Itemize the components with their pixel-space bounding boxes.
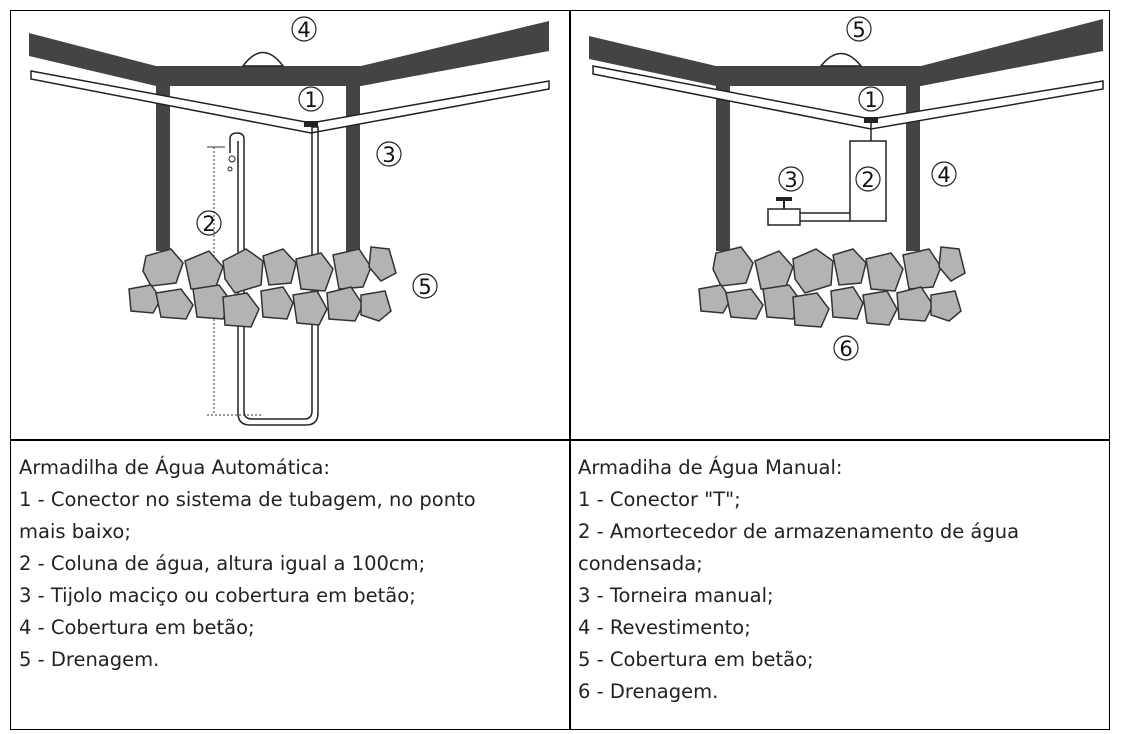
caption-item: 1 - Conector "T"; — [578, 488, 741, 511]
drip-1 — [228, 155, 236, 163]
svg-text:3: 3 — [784, 168, 797, 192]
callout-3: 3 — [376, 141, 402, 167]
svg-text:1: 1 — [304, 88, 317, 112]
automatic-trap-caption: Armadilha de Água Automática: 1 - Conect… — [19, 452, 564, 676]
callout-1: 1 — [858, 86, 884, 112]
manual-trap-drawing: 5 1 3 2 4 6 — [589, 16, 1104, 361]
manual-tap-body — [767, 208, 801, 226]
callout-3: 3 — [778, 166, 804, 192]
concrete-cover — [29, 21, 549, 86]
svg-text:1: 1 — [864, 88, 877, 112]
figure-table: 4 1 3 2 5 — [10, 10, 1110, 730]
automatic-trap-diagram: 4 1 3 2 5 — [11, 11, 569, 439]
manual-trap-diagram: 5 1 3 2 4 6 — [571, 11, 1109, 439]
caption-item: 5 - Cobertura em betão; — [578, 648, 814, 671]
svg-text:2: 2 — [202, 212, 215, 236]
brick-wall-right — [346, 86, 360, 251]
callout-2: 2 — [855, 166, 881, 192]
callout-4: 4 — [291, 16, 317, 42]
caption-title: Armadiha de Água Manual: — [578, 456, 843, 479]
callout-5: 5 — [412, 273, 438, 299]
callout-2: 2 — [196, 210, 222, 236]
caption-item: 2 - Amortecedor de armazenamento de água — [578, 520, 1020, 543]
caption-title: Armadilha de Água Automática: — [19, 456, 331, 479]
drainage-stones — [128, 246, 397, 328]
svg-text:3: 3 — [382, 143, 395, 167]
water-column-tube — [229, 126, 319, 426]
automatic-trap-drawing: 4 1 3 2 5 — [29, 16, 550, 426]
caption-item: 6 - Drenagem. — [578, 680, 719, 703]
svg-text:4: 4 — [937, 163, 950, 187]
caption-item: condensada; — [578, 552, 703, 575]
cover-handle — [241, 51, 285, 67]
caption-item: mais baixo; — [19, 520, 131, 543]
svg-text:2: 2 — [861, 168, 874, 192]
caption-item: 5 - Drenagem. — [19, 648, 160, 671]
svg-text:5: 5 — [418, 275, 431, 299]
callout-1: 1 — [298, 86, 324, 112]
caption-item: 4 - Revestimento; — [578, 616, 751, 639]
brick-wall-left — [156, 86, 170, 251]
caption-item: 3 - Tijolo maciço ou cobertura em betão; — [19, 584, 416, 607]
t-connector — [304, 121, 318, 127]
row-divider — [11, 439, 1109, 441]
column-divider — [569, 11, 571, 729]
manual-trap-caption: Armadiha de Água Manual: 1 - Conector "T… — [578, 452, 1103, 708]
lining-wall-left — [716, 86, 730, 251]
callout-5: 5 — [846, 16, 872, 42]
caption-item: 2 - Coluna de água, altura igual a 100cm… — [19, 552, 426, 575]
concrete-cover — [589, 19, 1103, 86]
svg-text:6: 6 — [839, 337, 852, 361]
svg-text:5: 5 — [852, 18, 865, 42]
cover-handle — [819, 52, 863, 67]
callout-6: 6 — [833, 335, 859, 361]
drip-2 — [227, 166, 233, 172]
svg-text:4: 4 — [297, 18, 310, 42]
caption-item: 3 - Torneira manual; — [578, 584, 774, 607]
t-connector — [864, 117, 878, 123]
lining-wall-right — [906, 86, 920, 251]
caption-item: 1 - Conector no sistema de tubagem, no p… — [19, 488, 476, 511]
callout-4: 4 — [931, 161, 957, 187]
drainage-stones — [698, 246, 966, 328]
manual-tap-handle — [776, 197, 792, 201]
caption-item: 4 - Cobertura em betão; — [19, 616, 255, 639]
